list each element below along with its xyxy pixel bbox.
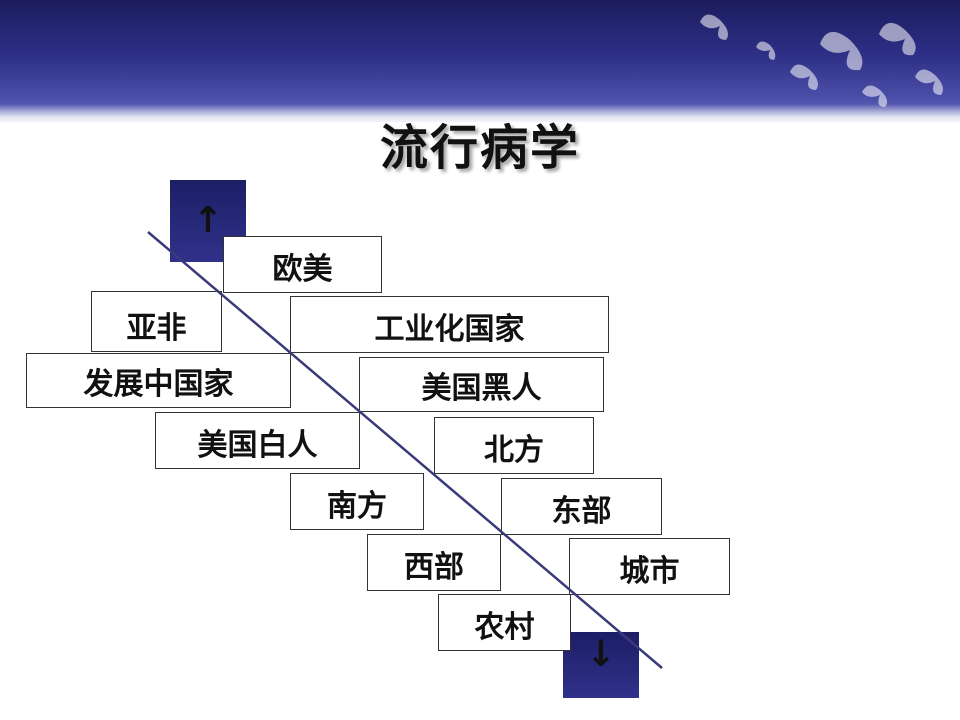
slide-title: 流行病学 <box>379 120 580 176</box>
box-xibu: 西部 <box>367 534 501 591</box>
box-yafei: 亚非 <box>91 291 222 352</box>
box-chengshi: 城市 <box>569 538 730 595</box>
butterflies-decoration <box>700 14 943 107</box>
box-fazhanzhong: 发展中国家 <box>26 353 291 408</box>
box-dongbu: 东部 <box>501 478 662 535</box>
box-nongcun: 农村 <box>438 594 571 651</box>
header-banner <box>0 0 960 122</box>
banner-fade <box>0 104 960 122</box>
box-meiguobairen: 美国白人 <box>155 412 360 469</box>
up-arrow-icon: ↑ <box>192 200 224 241</box>
box-oumei: 欧美 <box>223 236 382 293</box>
box-nanfang: 南方 <box>290 473 424 530</box>
down-arrow-icon: ↓ <box>585 634 617 675</box>
down-arrow-box: ↓ <box>563 632 639 698</box>
box-beifang: 北方 <box>434 417 594 474</box>
box-gongyehua: 工业化国家 <box>290 296 609 353</box>
box-meiguoheiren: 美国黑人 <box>359 357 604 412</box>
